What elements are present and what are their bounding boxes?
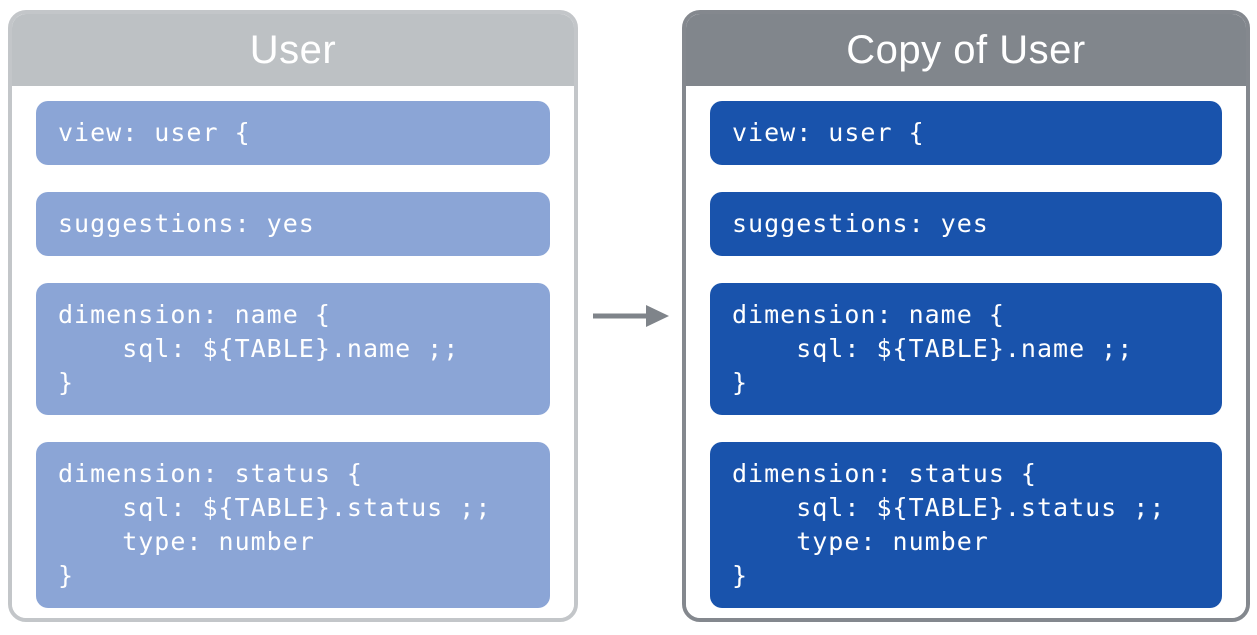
code-block-view: view: user { [36,101,550,165]
code-text-view: view: user { [58,118,251,147]
code-block-suggestions: suggestions: yes [36,192,550,256]
code-block-dimension-name: dimension: name { sql: ${TABLE}.name ;; … [36,283,550,415]
code-text-dimension-status: dimension: status { sql: ${TABLE}.status… [58,459,492,590]
copied-view-panel: Copy of User view: user { suggestions: y… [682,10,1250,622]
code-block-dimension-name-copy: dimension: name { sql: ${TABLE}.name ;; … [710,283,1222,415]
code-text-dimension-name-copy: dimension: name { sql: ${TABLE}.name ;; … [732,300,1134,397]
code-text-suggestions: suggestions: yes [58,209,315,238]
code-text-dimension-status-copy: dimension: status { sql: ${TABLE}.status… [732,459,1166,590]
source-view-panel: User view: user { suggestions: yes dimen… [8,10,578,622]
code-block-dimension-status: dimension: status { sql: ${TABLE}.status… [36,442,550,608]
code-block-view-copy: view: user { [710,101,1222,165]
code-text-view-copy: view: user { [732,118,925,147]
source-panel-title: User [12,14,574,86]
arrow-right-icon [590,302,672,330]
copied-panel-title: Copy of User [686,14,1246,86]
code-text-dimension-name: dimension: name { sql: ${TABLE}.name ;; … [58,300,460,397]
code-block-suggestions-copy: suggestions: yes [710,192,1222,256]
code-text-suggestions-copy: suggestions: yes [732,209,989,238]
source-panel-body: view: user { suggestions: yes dimension:… [12,86,574,618]
code-block-dimension-status-copy: dimension: status { sql: ${TABLE}.status… [710,442,1222,608]
copied-panel-body: view: user { suggestions: yes dimension:… [686,86,1246,618]
